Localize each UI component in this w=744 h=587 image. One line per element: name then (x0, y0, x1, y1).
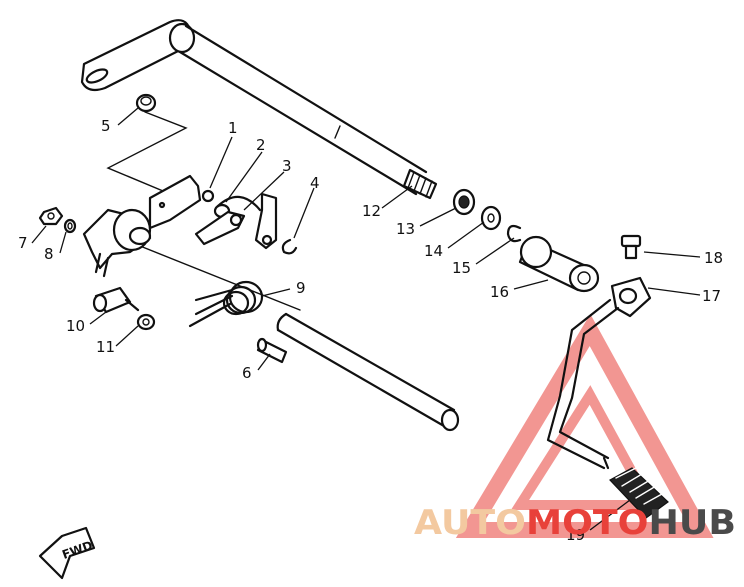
watermark-moto: MOTO (526, 503, 649, 543)
shift-shaft-lower (276, 312, 460, 432)
callout-19: 19 (566, 526, 585, 544)
shift-shaft-upper (80, 19, 438, 200)
shift-pedal-17 (546, 276, 652, 470)
watermark-logo (455, 313, 714, 538)
callout-12: 12 (362, 202, 381, 220)
callout-14: 14 (424, 242, 443, 260)
pedal-rubber-19 (609, 467, 669, 519)
leader-lines (31, 107, 701, 531)
shaft-spline (402, 168, 438, 200)
callout-16: 16 (490, 283, 509, 301)
circlip-15 (506, 224, 522, 243)
washer-11 (136, 313, 156, 331)
callout-2: 2 (256, 136, 266, 154)
collar-5 (135, 93, 157, 113)
callout-8: 8 (44, 245, 54, 263)
washer-8 (63, 218, 77, 234)
callout-1: 1 (228, 119, 238, 137)
stopper-bolt-10 (92, 286, 140, 314)
callout-9: 9 (296, 279, 306, 297)
oil-seal-13 (452, 188, 476, 216)
shift-arm-assembly (82, 174, 215, 278)
bolt-18 (620, 234, 642, 260)
fwd-arrow-icon: FWD (38, 526, 96, 580)
watermark-auto: AUTO (414, 503, 526, 543)
callout-18: 18 (704, 249, 723, 267)
pin-6 (256, 337, 288, 364)
watermark-hub: HUB (649, 503, 736, 543)
callout-11: 11 (96, 338, 115, 356)
callout-15: 15 (452, 259, 471, 277)
callout-7: 7 (18, 234, 28, 252)
callout-17: 17 (702, 287, 721, 305)
return-spring-9 (188, 280, 264, 328)
nut-7 (38, 206, 64, 226)
washer-14 (480, 205, 502, 231)
callout-3: 3 (282, 157, 292, 175)
callout-10: 10 (66, 317, 85, 335)
callout-5: 5 (101, 117, 111, 135)
boss-16 (518, 235, 600, 293)
callout-4: 4 (310, 174, 320, 192)
pawl-parts (194, 192, 298, 255)
callout-13: 13 (396, 220, 415, 238)
callout-6: 6 (242, 364, 252, 382)
callout-numbers: 1 2 3 4 5 6 7 8 9 10 11 12 13 14 15 16 1… (18, 117, 723, 544)
